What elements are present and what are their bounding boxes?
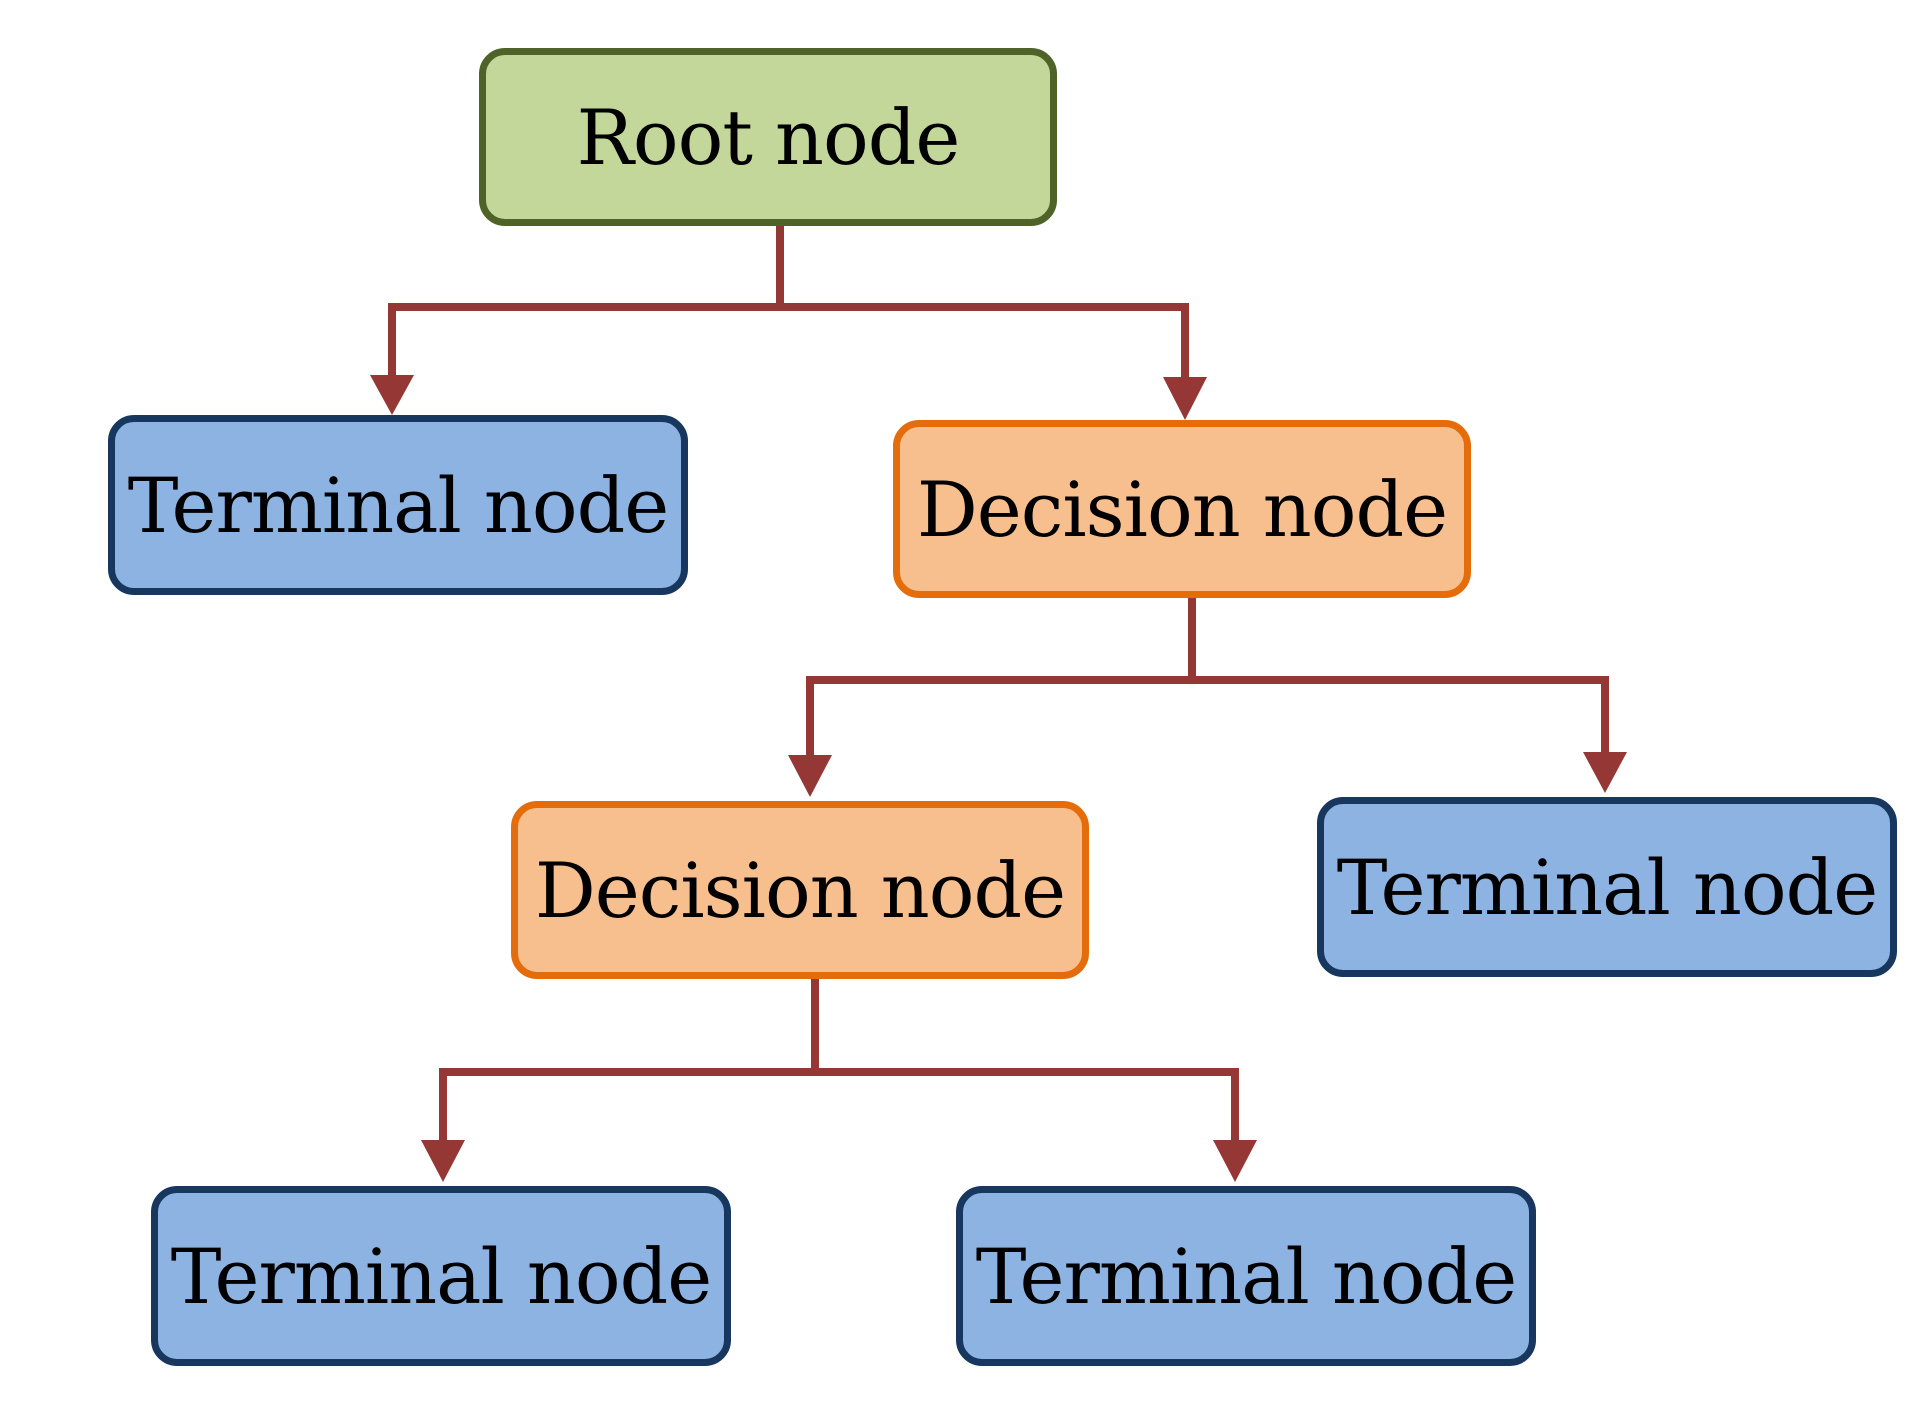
connector-line xyxy=(815,1068,1239,1146)
arrowhead-icon xyxy=(421,1140,465,1182)
arrowhead-icon xyxy=(788,755,832,797)
connector-decision1-children xyxy=(806,598,1609,760)
terminal-node: Terminal node xyxy=(956,1186,1536,1366)
decision-node: Decision node xyxy=(893,420,1471,598)
connector-decision2-children xyxy=(439,979,1239,1146)
terminal-node: Terminal node xyxy=(108,415,688,595)
arrowhead-icon xyxy=(370,375,414,415)
root-node: Root node xyxy=(479,48,1057,226)
arrowhead-icon xyxy=(1583,752,1627,793)
connector-line xyxy=(1192,676,1609,758)
connector-line xyxy=(780,303,1189,382)
arrowhead-icon xyxy=(1213,1140,1257,1182)
connector-line xyxy=(388,226,784,380)
terminal-node: Terminal node xyxy=(151,1186,731,1366)
connector-line xyxy=(806,598,1196,760)
arrowhead-icon xyxy=(1163,377,1207,420)
connector-root-children xyxy=(388,226,1189,382)
connector-line xyxy=(439,979,819,1146)
decision-node: Decision node xyxy=(511,801,1089,979)
terminal-node: Terminal node xyxy=(1317,797,1897,977)
